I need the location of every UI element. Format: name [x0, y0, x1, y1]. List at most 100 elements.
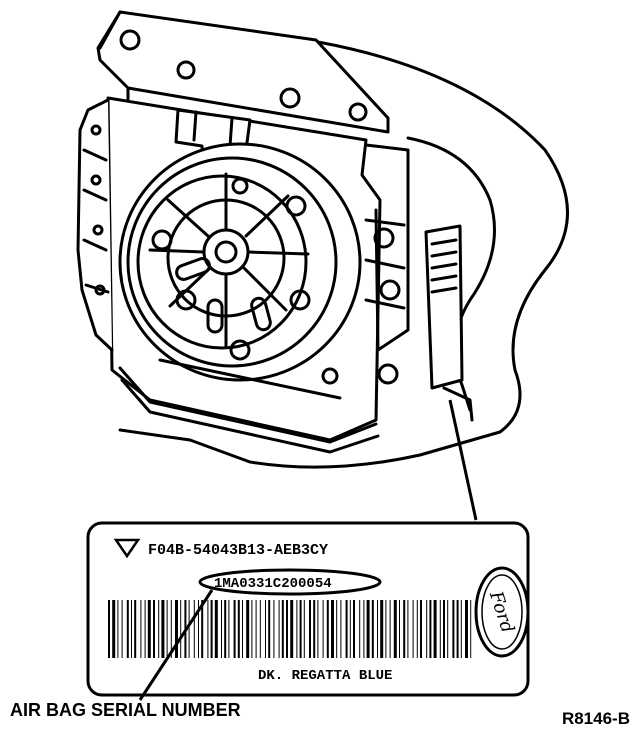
barcode-bar: [201, 600, 204, 658]
part-number-text: F04B-54043B13-AEB3CY: [148, 542, 328, 559]
barcode-bar: [443, 600, 445, 658]
barcode-bar: [426, 600, 428, 658]
serial-number-oval: [198, 568, 382, 596]
barcode-bar: [326, 600, 329, 658]
barcode-bar: [112, 600, 116, 658]
inflator-assembly: [118, 142, 362, 382]
warning-triangle-icon: [113, 538, 141, 559]
barcode-bar: [393, 600, 397, 658]
barcode-bar: [210, 600, 213, 658]
barcode-bar: [452, 600, 455, 658]
barcode-bar: [147, 600, 151, 658]
barcode-bar: [233, 600, 236, 658]
barcode-bar: [349, 600, 351, 658]
barcode-bar: [412, 600, 414, 658]
barcode-bar: [108, 600, 110, 658]
barcode-bar: [121, 600, 123, 658]
barcode-bar: [407, 600, 409, 658]
barcode-bar: [420, 600, 422, 658]
barcode-bar: [246, 600, 250, 658]
barcode-bar: [460, 600, 462, 658]
barcode-bar: [273, 600, 275, 658]
barcode-bar: [416, 600, 418, 658]
label-pointer-line: [448, 399, 478, 521]
barcode-bar: [221, 600, 222, 658]
barcode-bar: [281, 600, 284, 658]
barcode-bar: [345, 600, 348, 658]
barcode-bar: [290, 600, 294, 658]
barcode-bar: [153, 600, 155, 658]
barcode-bar: [224, 600, 227, 658]
barcode-bar: [296, 600, 298, 658]
barcode-bar: [340, 600, 342, 658]
barcode-bar: [429, 600, 432, 658]
barcode-bar: [336, 600, 338, 658]
barcode-bar: [117, 600, 119, 658]
serial-number-callout: AIR BAG SERIAL NUMBER: [10, 700, 241, 720]
barcode-bar: [175, 600, 178, 658]
barcode-bar: [180, 600, 182, 658]
barcode-bar: [433, 600, 437, 658]
barcode-bar: [366, 600, 370, 658]
barcode-bar: [188, 600, 190, 658]
color-name-text: DK. REGATTA BLUE: [258, 668, 392, 684]
barcode-bar: [166, 600, 168, 658]
barcode-bar: [134, 600, 137, 658]
barcode-bar: [198, 600, 199, 658]
air-bag-module-illustration: [76, 10, 569, 469]
barcode-bar: [161, 600, 165, 658]
barcode-bar: [144, 600, 146, 658]
barcode-bar: [131, 600, 132, 658]
barcode-bar: [363, 600, 365, 658]
barcode-bar: [299, 600, 302, 658]
connector-tab: [424, 224, 464, 390]
barcode-bar: [447, 600, 449, 658]
barcode-bar: [353, 600, 355, 658]
barcode-bar: [359, 600, 361, 658]
retainer-lower-edge: [118, 366, 380, 454]
barcode-bar: [380, 600, 384, 658]
barcode-bar: [317, 600, 319, 658]
barcode-bar: [158, 600, 160, 658]
barcode-bar: [265, 600, 266, 658]
barcode-bar: [214, 600, 218, 658]
barcode-bar: [268, 600, 271, 658]
retainer-top-plate: [96, 10, 390, 134]
barcode-bar: [251, 600, 253, 658]
barcode-bar: [377, 600, 378, 658]
barcode-bar: [193, 600, 195, 658]
barcode-bar: [255, 600, 257, 658]
barcode-bar: [303, 600, 305, 658]
ford-logo: Ford: [474, 566, 530, 658]
barcode-bar: [170, 600, 172, 658]
barcode-bar: [385, 600, 387, 658]
barcode-bar: [140, 600, 142, 658]
barcode-bar: [322, 600, 324, 658]
barcode-bar: [456, 600, 459, 658]
air-bag-label: F04B-54043B13-AEB3CY 1MA0331C200054 Ford…: [86, 521, 530, 697]
barcode-bar: [470, 600, 472, 658]
serial-number-text: 1MA0331C200054: [214, 576, 332, 592]
barcode-bar: [259, 600, 261, 658]
barcode-bar: [126, 600, 129, 658]
serial-callout-line: [138, 589, 214, 701]
barcode: [108, 600, 472, 658]
barcode-bar: [313, 600, 316, 658]
barcode-bar: [465, 600, 468, 658]
barcode-bar: [389, 600, 391, 658]
barcode-bar: [399, 600, 400, 658]
barcode-bar: [403, 600, 406, 658]
barcode-bar: [331, 600, 334, 658]
barcode-bar: [242, 600, 243, 658]
figure-code: R8146-B: [562, 709, 630, 728]
barcode-bar: [278, 600, 280, 658]
barcode-bar: [207, 600, 209, 658]
left-mounting-bracket: [76, 98, 114, 352]
barcode-bar: [439, 600, 441, 658]
barcode-bar: [237, 600, 240, 658]
barcode-bar: [371, 600, 374, 658]
barcode-bar: [286, 600, 288, 658]
barcode-bar: [228, 600, 230, 658]
